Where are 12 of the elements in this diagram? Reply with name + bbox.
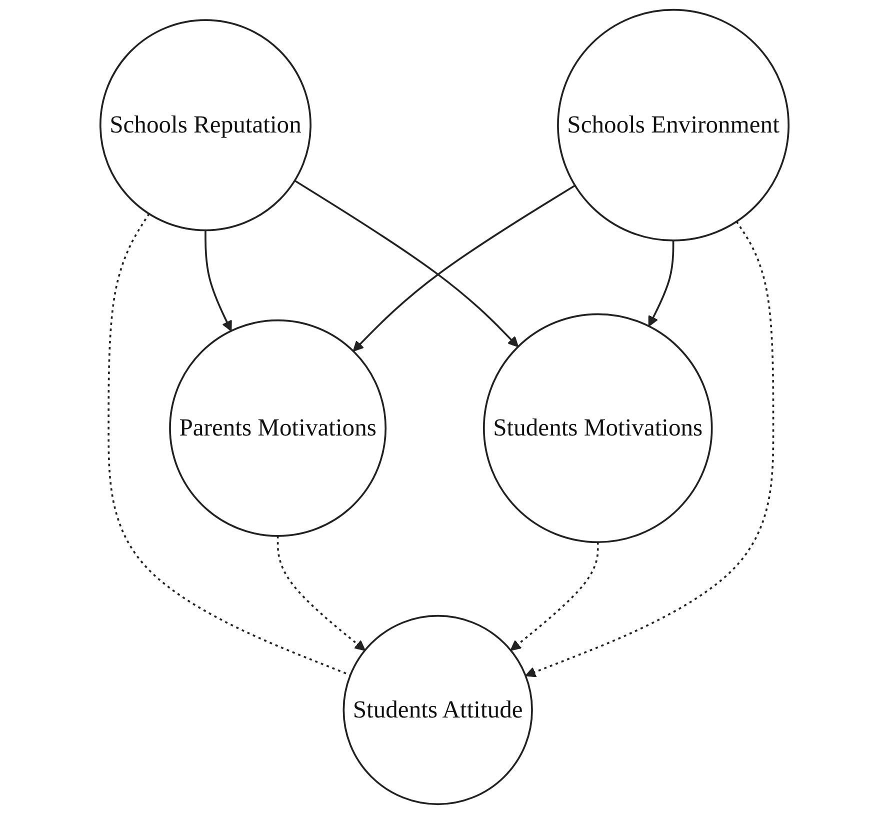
node-circle: Students Attitude: [342, 614, 533, 806]
node-circle: Schools Reputation: [99, 19, 312, 232]
arrow: [510, 542, 599, 651]
node-circle: Schools Environment: [557, 8, 790, 242]
arrow: [204, 230, 232, 332]
arrow: [525, 221, 774, 678]
node-circle: Parents Motivations: [169, 319, 387, 537]
arrow: [276, 536, 366, 651]
arrow: [648, 240, 674, 327]
arrow: [352, 184, 576, 352]
node-circle: Students Motivations: [482, 313, 713, 544]
arrow: [294, 180, 519, 348]
